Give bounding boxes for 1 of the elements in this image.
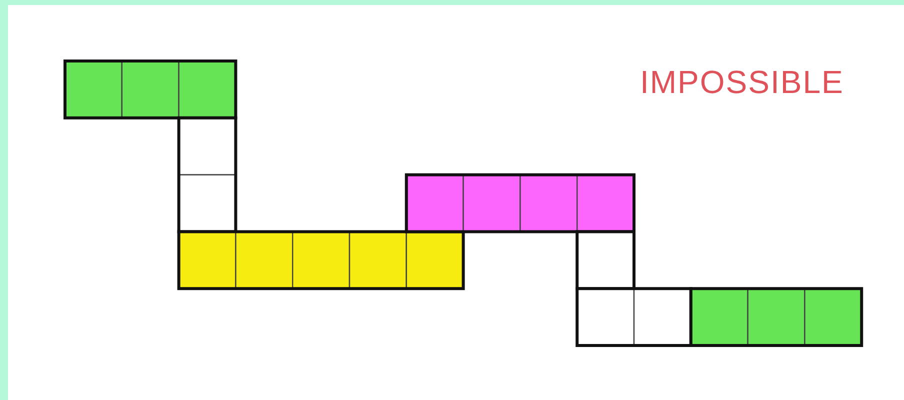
- title-label: IMPOSSIBLE: [640, 63, 844, 102]
